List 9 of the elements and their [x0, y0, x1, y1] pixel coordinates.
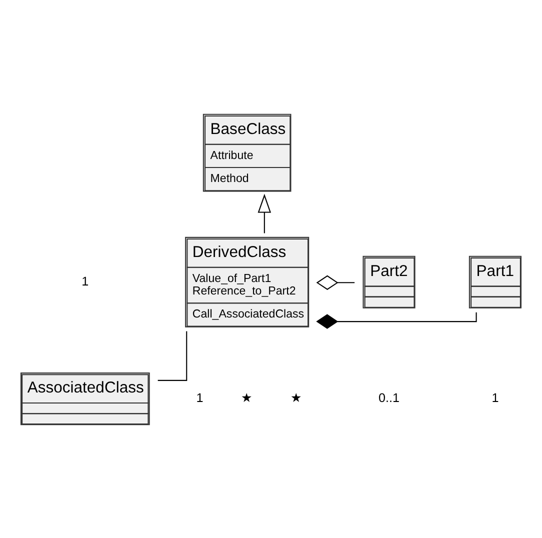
label: 1 [82, 274, 89, 288]
label: 0..1 [378, 390, 400, 405]
label: ★ [241, 390, 254, 405]
arrow [258, 193, 272, 233]
connector [158, 330, 188, 380]
label: 1 [492, 390, 499, 405]
label: ★ [290, 390, 302, 405]
connector [316, 274, 355, 290]
label: 1 [196, 390, 204, 405]
